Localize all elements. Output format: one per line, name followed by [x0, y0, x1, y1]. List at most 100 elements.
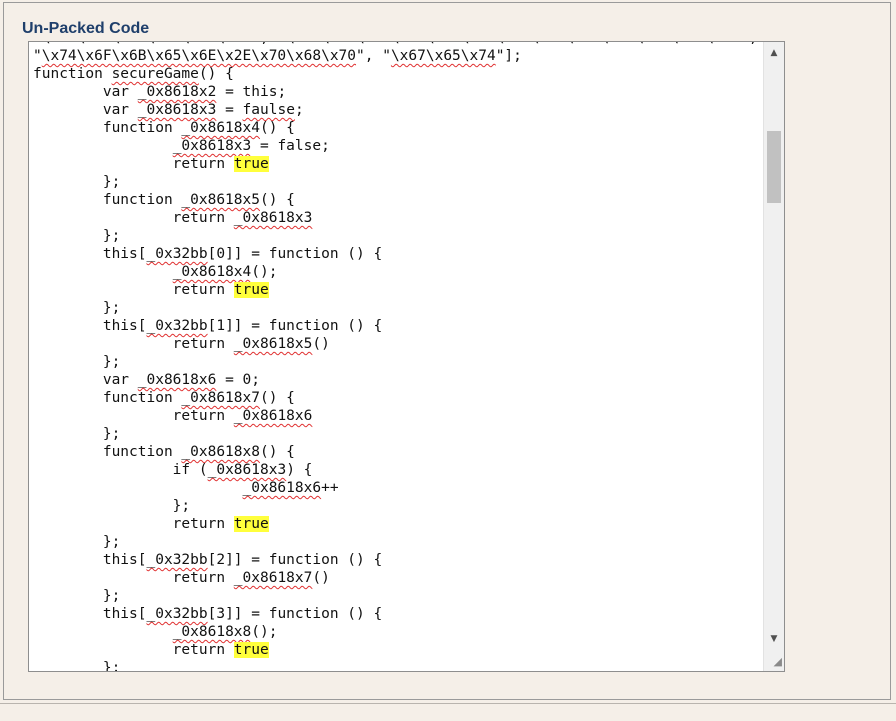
unpacked-code-panel: Un-Packed Code "\x70\x61\x63\x6B\x65\x64…	[3, 2, 891, 700]
spellcheck-flagged-token: _0x32bb	[146, 246, 208, 262]
code-line: return _0x8618x3	[33, 209, 762, 227]
code-line: };	[33, 227, 762, 245]
code-token: this[	[33, 552, 147, 568]
scrollbar-thumb[interactable]	[767, 131, 781, 204]
code-token: };	[33, 660, 121, 672]
spellcheck-flagged-token: _0x8618x3	[137, 102, 217, 118]
code-token: this[	[33, 246, 147, 262]
code-line: };	[33, 173, 762, 191]
code-line: var _0x8618x2 = this;	[33, 83, 762, 101]
spellcheck-flagged-token: _0x8618x2	[137, 84, 217, 100]
code-token: };	[33, 354, 121, 370]
spellcheck-flagged-token: _0x8618x4	[172, 264, 252, 280]
code-token: return	[33, 570, 234, 586]
spellcheck-flagged-token: _0x8618x5	[181, 192, 260, 208]
code-token	[33, 624, 173, 640]
vertical-scrollbar[interactable]: ▲ ▼	[763, 42, 784, 671]
code-token: function	[33, 120, 182, 136]
code-line: return _0x8618x6	[33, 407, 762, 425]
highlighted-token: true	[233, 516, 269, 532]
code-token: = false;	[251, 138, 330, 154]
spellcheck-flagged-token: secureGame	[111, 66, 199, 82]
code-line: this[_0x32bb[0]] = function () {	[33, 245, 762, 263]
code-token: return	[33, 336, 234, 352]
code-token: = this;	[216, 84, 287, 100]
code-token: };	[33, 300, 121, 316]
code-line: "\x74\x6F\x6B\x65\x6E\x2E\x70\x68\x70", …	[33, 47, 762, 65]
code-line: var _0x8618x6 = 0;	[33, 371, 762, 389]
code-line: };	[33, 425, 762, 443]
scroll-down-arrow-icon[interactable]: ▼	[770, 634, 778, 644]
code-token: this[	[33, 318, 147, 334]
code-token: () {	[259, 390, 295, 406]
code-token: [0]] = function () {	[207, 246, 383, 262]
code-line: this[_0x32bb[1]] = function () {	[33, 317, 762, 335]
spellcheck-flagged-token: _0x8618x3	[233, 210, 313, 226]
highlighted-token: true	[233, 156, 269, 172]
code-token: ", "	[356, 48, 391, 64]
code-token: if (	[33, 462, 208, 478]
code-line: _0x8618x4();	[33, 263, 762, 281]
spellcheck-flagged-token: _0x32bb	[146, 606, 208, 622]
code-textarea[interactable]: "\x70\x61\x63\x6B\x65\x64", "\x62\x61\x7…	[28, 41, 785, 672]
code-line: this[_0x32bb[2]] = function () {	[33, 551, 762, 569]
code-token	[33, 264, 173, 280]
spellcheck-flagged-token: _0x8618x8	[172, 624, 252, 640]
code-line: return true	[33, 281, 762, 299]
spellcheck-flagged-token: _0x8618x3	[207, 462, 287, 478]
code-token: };	[33, 228, 121, 244]
code-token	[33, 138, 173, 154]
highlighted-token: true	[233, 642, 269, 658]
code-token: ()	[312, 336, 330, 352]
spellcheck-flagged-token: _0x8618x7	[233, 570, 313, 586]
spellcheck-flagged-token: _0x8618x6	[233, 408, 313, 424]
code-line: };	[33, 659, 762, 672]
code-line: _0x8618x6++	[33, 479, 762, 497]
panel-title: Un-Packed Code	[22, 20, 150, 37]
code-token: ()	[312, 570, 330, 586]
code-token: return	[33, 408, 234, 424]
code-token: return	[33, 516, 234, 532]
code-token: ();	[251, 624, 278, 640]
spellcheck-flagged-token: _0x8618x5	[233, 336, 313, 352]
code-token: = 0;	[216, 372, 260, 388]
code-token: () {	[198, 66, 234, 82]
code-token: return	[33, 642, 234, 658]
scroll-up-arrow-icon[interactable]: ▲	[770, 48, 778, 58]
code-token: ++	[321, 480, 339, 496]
code-token: "	[33, 48, 42, 64]
code-token: [3]] = function () {	[207, 606, 383, 622]
code-line: function _0x8618x5() {	[33, 191, 762, 209]
code-line: _0x8618x3 = false;	[33, 137, 762, 155]
code-line: if (_0x8618x3) {	[33, 461, 762, 479]
code-line: function _0x8618x7() {	[33, 389, 762, 407]
spellcheck-flagged-token: faulse	[242, 102, 295, 118]
code-line: function secureGame() {	[33, 65, 762, 83]
code-line: _0x8618x8();	[33, 623, 762, 641]
highlighted-token: true	[233, 282, 269, 298]
code-token: =	[216, 102, 243, 118]
spellcheck-flagged-token: _0x8618x8	[181, 444, 260, 460]
code-token: ;	[294, 102, 304, 118]
code-content[interactable]: "\x70\x61\x63\x6B\x65\x64", "\x62\x61\x7…	[33, 42, 762, 672]
code-token: function	[33, 390, 182, 406]
code-line: var _0x8618x3 = faulse;	[33, 101, 762, 119]
code-line: return true	[33, 515, 762, 533]
code-line: function _0x8618x8() {	[33, 443, 762, 461]
spellcheck-flagged-token: _0x32bb	[146, 318, 208, 334]
code-line: return true	[33, 155, 762, 173]
code-line: "\x70\x61\x63\x6B\x65\x64", "\x62\x61\x7…	[33, 42, 762, 47]
spellcheck-flagged-token: \x67\x65\x74	[390, 48, 496, 64]
code-line: };	[33, 353, 762, 371]
code-token: function	[33, 444, 182, 460]
code-token: ();	[251, 264, 278, 280]
code-line: return true	[33, 641, 762, 659]
code-token: () {	[259, 444, 295, 460]
code-token: };	[33, 426, 121, 442]
code-token: return	[33, 156, 234, 172]
code-line: };	[33, 299, 762, 317]
code-token: var	[33, 102, 138, 118]
code-token	[33, 480, 243, 496]
resize-grip-icon[interactable]: ◢	[773, 655, 782, 668]
code-token: var	[33, 84, 138, 100]
